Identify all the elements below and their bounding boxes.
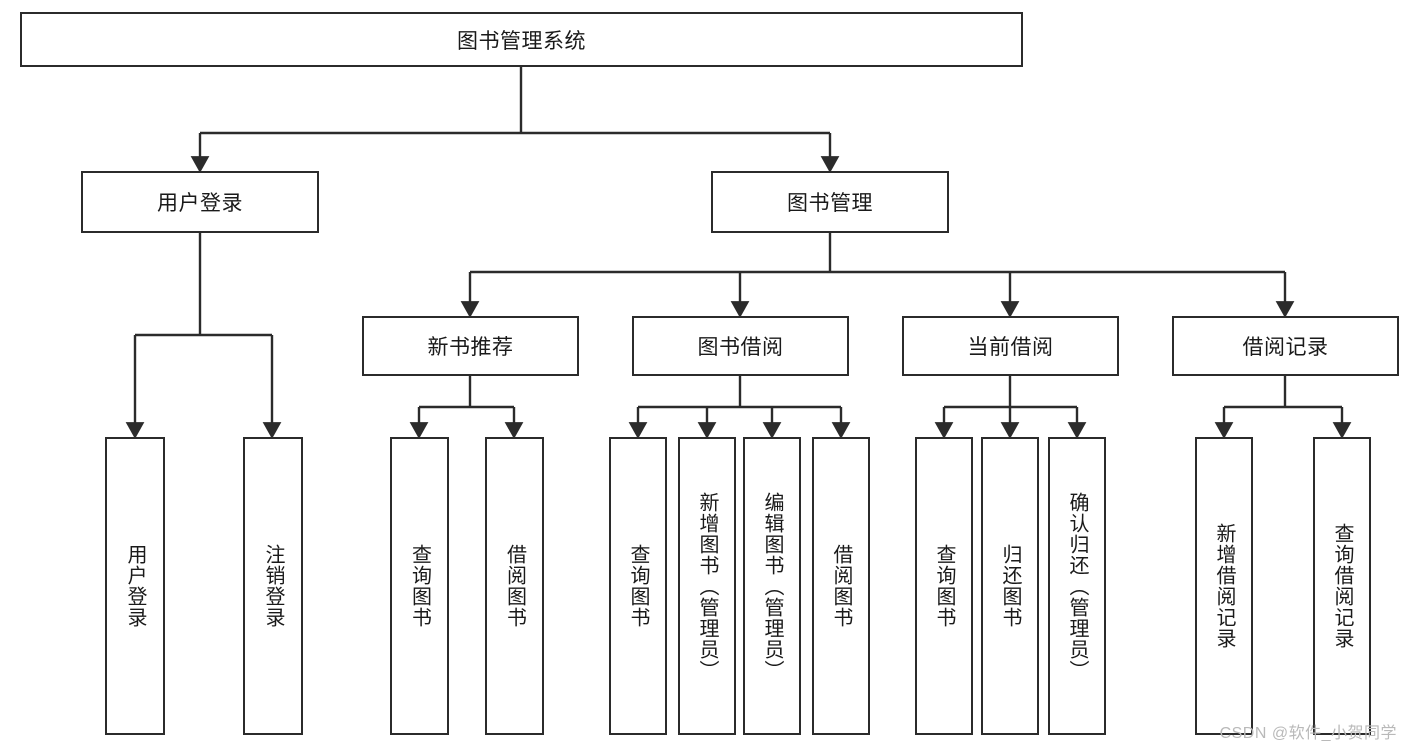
leaf-node-5[interactable]: 新增图书（管理员） bbox=[678, 437, 736, 735]
node-label: 图书管理 bbox=[787, 192, 873, 215]
node-label: 查询借阅记录 bbox=[1331, 523, 1353, 649]
level3-node-1[interactable]: 图书借阅 bbox=[632, 316, 849, 376]
node-label: 编辑图书（管理员） bbox=[761, 491, 783, 681]
node-label: 用户登录 bbox=[157, 192, 243, 215]
leaf-node-1[interactable]: 注销登录 bbox=[243, 437, 303, 735]
leaf-node-4[interactable]: 查询图书 bbox=[609, 437, 667, 735]
leaf-node-12[interactable]: 查询借阅记录 bbox=[1313, 437, 1371, 735]
level2-node-1[interactable]: 图书管理 bbox=[711, 171, 949, 233]
node-label: 新书推荐 bbox=[427, 336, 514, 359]
node-label: 图书管理系统 bbox=[457, 29, 586, 53]
node-label: 新增图书（管理员） bbox=[696, 491, 718, 681]
node-label: 借阅图书 bbox=[503, 544, 526, 628]
node-label: 借阅记录 bbox=[1242, 336, 1329, 359]
node-label: 新增借阅记录 bbox=[1213, 523, 1235, 649]
leaf-node-6[interactable]: 编辑图书（管理员） bbox=[743, 437, 801, 735]
level3-node-2[interactable]: 当前借阅 bbox=[902, 316, 1119, 376]
root-node-0[interactable]: 图书管理系统 bbox=[20, 12, 1023, 67]
node-label: 查询图书 bbox=[408, 544, 431, 628]
node-label: 图书借阅 bbox=[697, 336, 784, 359]
leaf-node-9[interactable]: 归还图书 bbox=[981, 437, 1039, 735]
leaf-node-8[interactable]: 查询图书 bbox=[915, 437, 973, 735]
node-label: 用户登录 bbox=[124, 544, 146, 628]
node-label: 注销登录 bbox=[262, 544, 284, 628]
node-label: 当前借阅 bbox=[967, 336, 1054, 359]
leaf-node-7[interactable]: 借阅图书 bbox=[812, 437, 870, 735]
leaf-node-0[interactable]: 用户登录 bbox=[105, 437, 165, 735]
level3-node-3[interactable]: 借阅记录 bbox=[1172, 316, 1399, 376]
node-label: 查询图书 bbox=[933, 544, 955, 628]
leaf-node-2[interactable]: 查询图书 bbox=[390, 437, 449, 735]
node-label: 借阅图书 bbox=[830, 544, 852, 628]
leaf-node-3[interactable]: 借阅图书 bbox=[485, 437, 544, 735]
node-label: 确认归还（管理员） bbox=[1066, 491, 1088, 681]
leaf-node-10[interactable]: 确认归还（管理员） bbox=[1048, 437, 1106, 735]
level2-node-0[interactable]: 用户登录 bbox=[81, 171, 319, 233]
level3-node-0[interactable]: 新书推荐 bbox=[362, 316, 579, 376]
node-label: 归还图书 bbox=[999, 544, 1021, 628]
leaf-node-11[interactable]: 新增借阅记录 bbox=[1195, 437, 1253, 735]
node-label: 查询图书 bbox=[627, 544, 649, 628]
